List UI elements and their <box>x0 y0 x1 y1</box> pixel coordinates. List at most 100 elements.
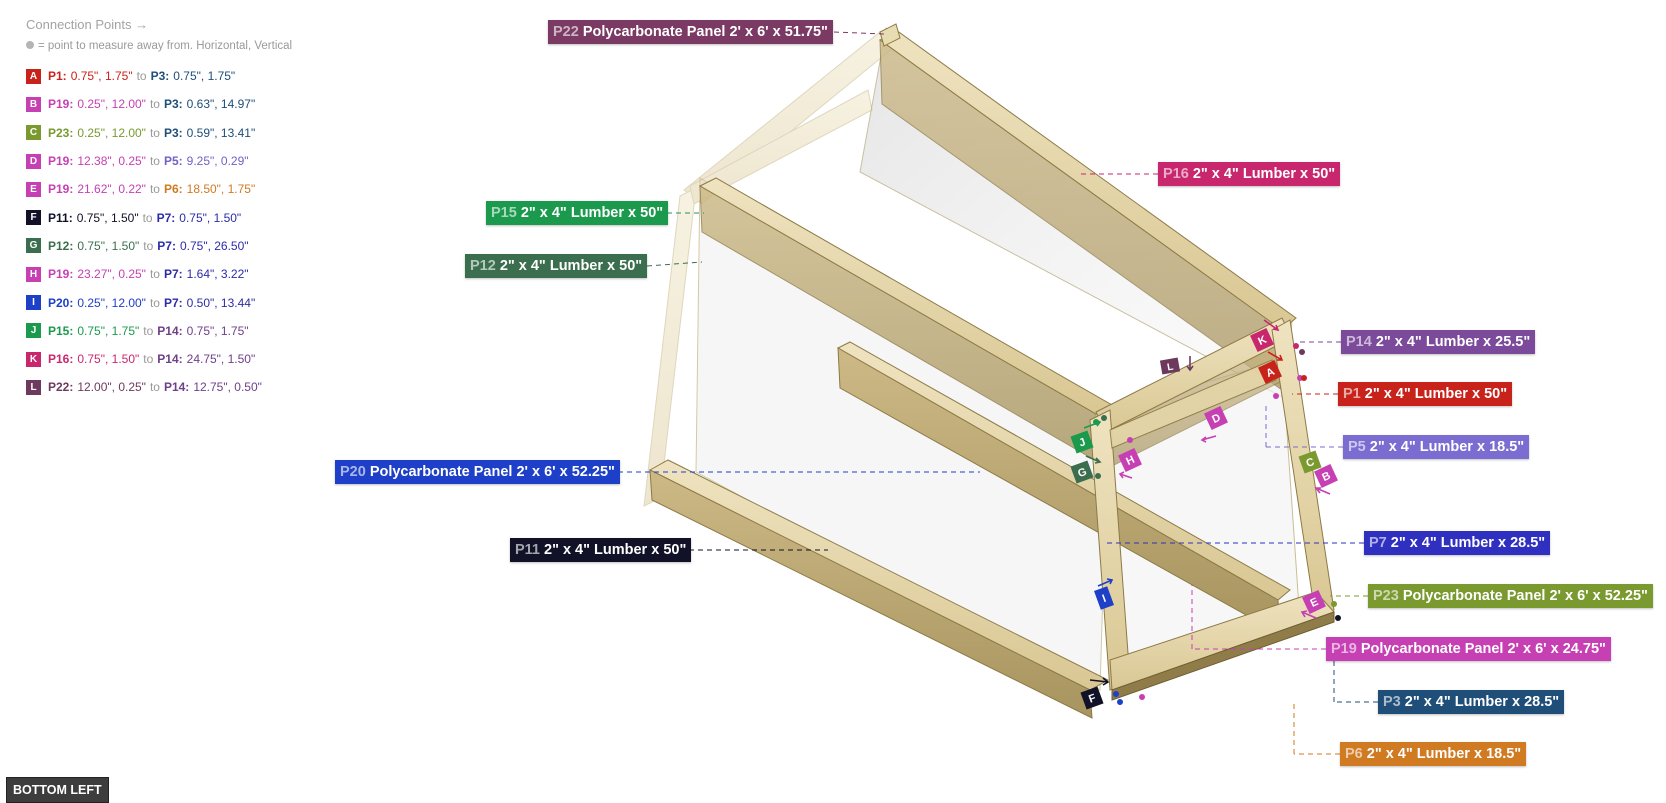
connection-badge: F <box>26 210 41 226</box>
part-desc: Polycarbonate Panel 2' x 6' x 52.25" <box>369 464 615 480</box>
marker-i-letter: I <box>1101 593 1108 605</box>
connection-badge: E <box>26 181 41 197</box>
connection-from-part: P11: <box>48 210 73 225</box>
connection-badge: B <box>26 96 41 112</box>
connection-from-part: P19: <box>48 97 74 112</box>
marker-e-box <box>1302 590 1326 614</box>
connection-to-part: P5: <box>163 154 183 169</box>
connection-badge: D <box>26 153 41 169</box>
connection-separator: to <box>149 154 160 169</box>
connection-points-title[interactable]: Connection Points → <box>26 17 149 32</box>
connection-to-part: P6: <box>163 182 183 197</box>
connection-from-value: 21.62", 0.22" <box>77 182 146 197</box>
connection-to-value: 9.25", 0.29" <box>186 154 249 169</box>
part-id: P12 <box>470 258 496 274</box>
view-bottom-left-button[interactable]: BOTTOM LEFT <box>6 777 109 803</box>
connection-badge: G <box>26 238 41 254</box>
connection-badge: C <box>26 125 41 141</box>
connection-from-part: P23: <box>48 125 74 140</box>
part-id: P19 <box>1331 641 1357 657</box>
marker-e-letter: E <box>1309 596 1321 610</box>
marker-d-box <box>1204 406 1228 430</box>
connection-separator: to <box>143 323 154 338</box>
connection-to-value: 0.63", 14.97" <box>186 97 256 112</box>
part-desc: 2" x 4" Lumber x 50" <box>499 258 643 274</box>
marker-c-box <box>1298 450 1322 474</box>
marker-k-box <box>1250 328 1274 352</box>
connection-from-value: 0.25", 12.00" <box>77 97 146 112</box>
marker-g-box <box>1070 460 1094 484</box>
marker-c: C <box>1298 450 1322 474</box>
connection-separator: to <box>149 295 160 310</box>
connection-badge: J <box>26 323 41 339</box>
connection-to-value: 1.64", 3.22" <box>186 267 249 282</box>
connection-from-value: 0.75", 1.75" <box>77 323 140 338</box>
part-id: P1 <box>1343 386 1361 402</box>
marker-b: B <box>1314 464 1338 488</box>
connection-separator: to <box>149 182 160 197</box>
marker-i-box <box>1094 586 1114 610</box>
connection-to-value: 0.50", 13.44" <box>186 295 256 310</box>
part-id: P3 <box>1383 694 1401 710</box>
part-id: P15 <box>491 205 517 221</box>
marker-g: G <box>1070 460 1094 484</box>
part-id: P16 <box>1163 166 1189 182</box>
connection-from-value: 0.75", 1.50" <box>76 210 139 225</box>
connection-from-part: P12: <box>48 238 74 253</box>
connection-points-panel: Connection Points → = point to measure a… <box>26 14 326 402</box>
connection-separator: to <box>149 125 160 140</box>
beam-p22-top <box>879 23 901 47</box>
marker-l-box <box>1159 357 1181 375</box>
beam-p6 <box>1109 591 1335 701</box>
marker-l-letter: L <box>1166 362 1174 374</box>
part-id: P6 <box>1345 746 1363 762</box>
connection-badge: L <box>26 379 41 395</box>
connection-from-value: 0.75", 1.50" <box>77 238 140 253</box>
connection-to-value: 0.75", 1.75" <box>173 69 236 84</box>
beam-p3 <box>1271 319 1335 621</box>
marker-h-box <box>1118 448 1142 472</box>
beam-p12 <box>836 341 1291 635</box>
part-id: P14 <box>1346 334 1372 350</box>
connection-points-subtitle: = point to measure away from. Horizontal… <box>26 36 326 56</box>
connection-badge: H <box>26 266 41 282</box>
connection-separator: to <box>136 69 147 84</box>
marker-l: L <box>1159 357 1181 375</box>
marker-k: K <box>1250 328 1274 352</box>
connection-separator: to <box>143 352 154 367</box>
marker-h: H <box>1118 448 1142 472</box>
connection-to-part: P7: <box>163 267 183 282</box>
connection-from-value: 12.38", 0.25" <box>77 154 146 169</box>
connection-from-value: 0.25", 12.00" <box>77 125 146 140</box>
connection-badge: I <box>26 295 41 311</box>
connection-to-part: P7: <box>156 210 176 225</box>
